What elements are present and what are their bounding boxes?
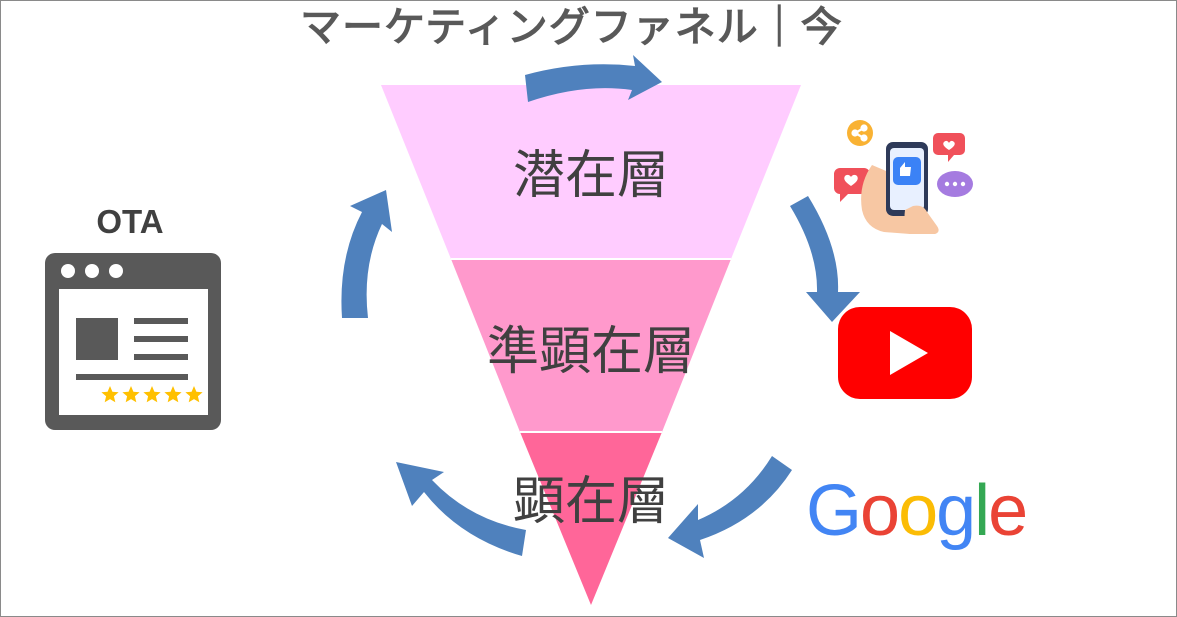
star-icon	[143, 386, 161, 403]
google-letter: G	[806, 471, 862, 551]
google-letter: o	[898, 471, 938, 551]
funnel-layer-label-semi-apparent: 準顕在層	[486, 322, 695, 382]
star-icon	[122, 386, 140, 403]
google-logo-icon: Google	[806, 466, 1028, 556]
ota-label: OTA	[96, 203, 164, 240]
page-title: マーケティングファネル｜今	[300, 3, 843, 51]
star-icon	[164, 386, 182, 403]
google-letter: o	[860, 471, 900, 551]
ota-website-review-icon	[45, 253, 221, 430]
funnel-layer-label-apparent: 顕在層	[512, 472, 669, 532]
funnel-layer-label-latent: 潜在層	[512, 146, 669, 206]
google-letter: l	[974, 471, 990, 551]
arrow-right-down	[790, 196, 860, 322]
star-icon	[185, 386, 203, 403]
funnel-layer-apparent	[520, 432, 662, 605]
social-media-phone-icon	[834, 120, 973, 234]
youtube-logo-icon	[838, 307, 972, 399]
cycle-arrows	[341, 55, 860, 558]
arrow-bottom-right	[668, 456, 792, 558]
google-letter: e	[988, 471, 1028, 551]
arrow-top-right	[525, 55, 662, 102]
arrow-left-up	[341, 190, 392, 318]
star-icon	[101, 386, 119, 403]
google-letter: g	[936, 471, 976, 551]
funnel-layer-latent	[381, 85, 801, 259]
review-stars	[101, 386, 203, 403]
arrow-bottom-left	[396, 462, 526, 556]
funnel-layer-semi-apparent	[451, 259, 731, 432]
